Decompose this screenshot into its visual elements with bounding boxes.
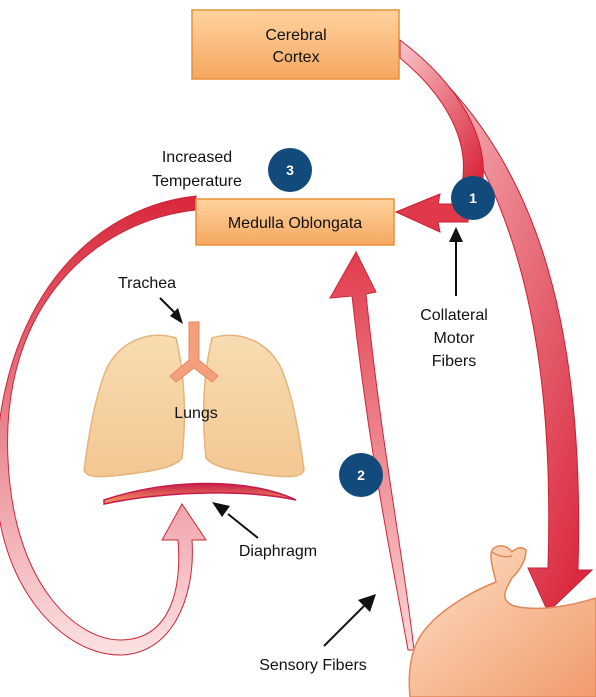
left-lung (84, 335, 184, 476)
diaphragm-label: Diaphragm (239, 543, 317, 560)
sensory-pointer-line (324, 606, 364, 646)
diaphragm-pointer-head (212, 502, 230, 517)
cortex-label-line2: Cortex (272, 49, 319, 66)
cortex-to-arm-arrow (400, 42, 592, 612)
collateral-label-line2: Motor (434, 330, 476, 347)
diaphragm-shape (104, 484, 296, 505)
collateral-label-line1: Collateral (420, 307, 488, 324)
increased-label-line2: Temperature (152, 173, 242, 190)
badge-2-number: 2 (357, 467, 365, 483)
medulla-label: Medulla Oblongata (228, 215, 362, 232)
badge-1-number: 1 (469, 190, 477, 206)
cortex-label-line1: Cerebral (265, 27, 326, 44)
collateral-pointer-head (449, 227, 463, 242)
lungs-illustration (84, 322, 304, 477)
trachea-pointer-line (160, 298, 176, 314)
increased-label-line1: Increased (162, 149, 232, 166)
sensory-fibers-arrow (330, 252, 414, 650)
trachea-label: Trachea (118, 275, 176, 292)
cerebral-cortex-box (192, 10, 399, 79)
lungs-label: Lungs (174, 405, 218, 422)
sensory-label: Sensory Fibers (259, 657, 367, 674)
badge-3-number: 3 (286, 162, 294, 178)
collateral-label-line3: Fibers (432, 353, 476, 370)
right-lung (204, 335, 304, 476)
diaphragm-pointer-line (228, 514, 258, 538)
